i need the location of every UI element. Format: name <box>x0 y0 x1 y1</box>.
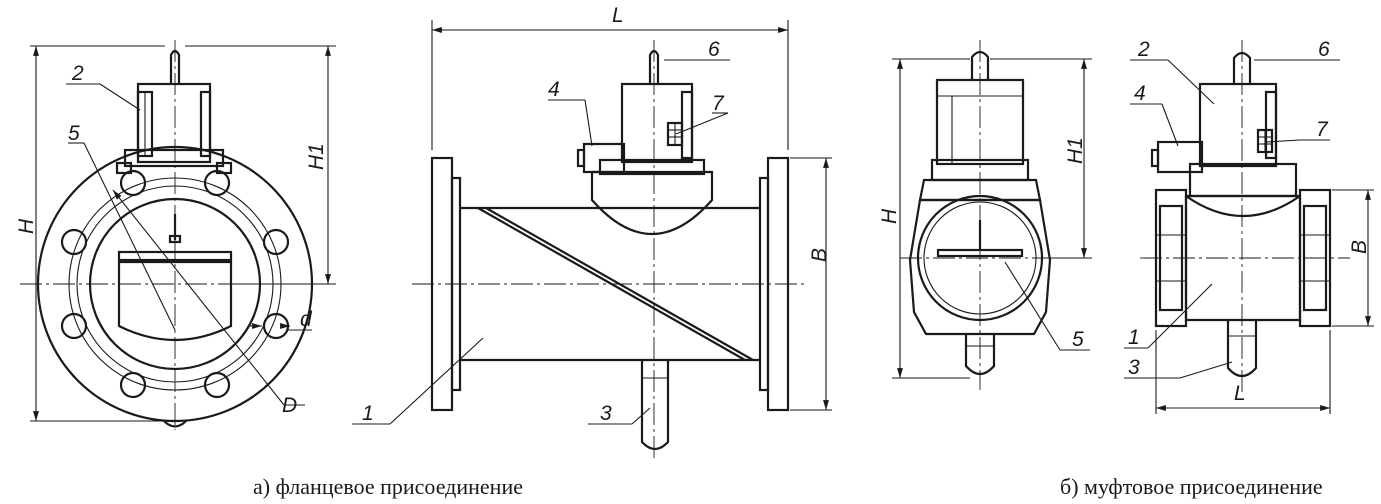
coupling-callout-3: 3 <box>1128 356 1140 379</box>
caption-coupling: б) муфтовое присоединение <box>1060 474 1323 499</box>
caption-flanged: а) фланцевое присоединение <box>253 474 523 499</box>
coupling-dim-L: L <box>1234 382 1246 405</box>
coupling-callout-6: 6 <box>1318 38 1330 61</box>
coupling-callout-7: 7 <box>1316 118 1329 141</box>
coupling-dim-H1: H1 <box>1064 137 1087 164</box>
coupling-callout-4: 4 <box>1134 82 1146 105</box>
flanged-dim-H: H <box>15 218 38 234</box>
flanged-end-view <box>20 40 336 430</box>
flanged-dim-H1: H1 <box>305 143 328 170</box>
flanged-dim-D: D <box>282 394 297 417</box>
flanged-labels: L H H1 B D d 2 5 6 4 7 1 3 <box>15 4 831 425</box>
coupling-callout-5: 5 <box>1072 328 1084 351</box>
flanged-callout-4: 4 <box>548 78 560 101</box>
coupling-dim-B: B <box>1348 240 1371 254</box>
flanged-dim-L: L <box>612 4 624 27</box>
coupling-labels: H H1 B L 2 6 4 7 5 1 3 <box>878 38 1371 405</box>
coupling-callout-2: 2 <box>1137 38 1150 61</box>
flanged-callout-7: 7 <box>712 92 725 115</box>
flanged-dim-d: d <box>300 308 313 331</box>
coupling-side-view <box>1124 40 1374 414</box>
flanged-side-view <box>352 20 832 462</box>
flanged-callout-2: 2 <box>71 62 84 85</box>
flanged-callout-3: 3 <box>600 402 612 425</box>
flanged-callout-1: 1 <box>362 402 374 425</box>
coupling-end-view <box>892 40 1092 390</box>
coupling-callout-1: 1 <box>1128 326 1140 349</box>
coupling-dim-H: H <box>878 208 901 224</box>
flanged-callout-5: 5 <box>68 122 80 145</box>
flanged-callout-6: 6 <box>708 38 720 61</box>
flanged-dim-B: B <box>808 248 831 262</box>
